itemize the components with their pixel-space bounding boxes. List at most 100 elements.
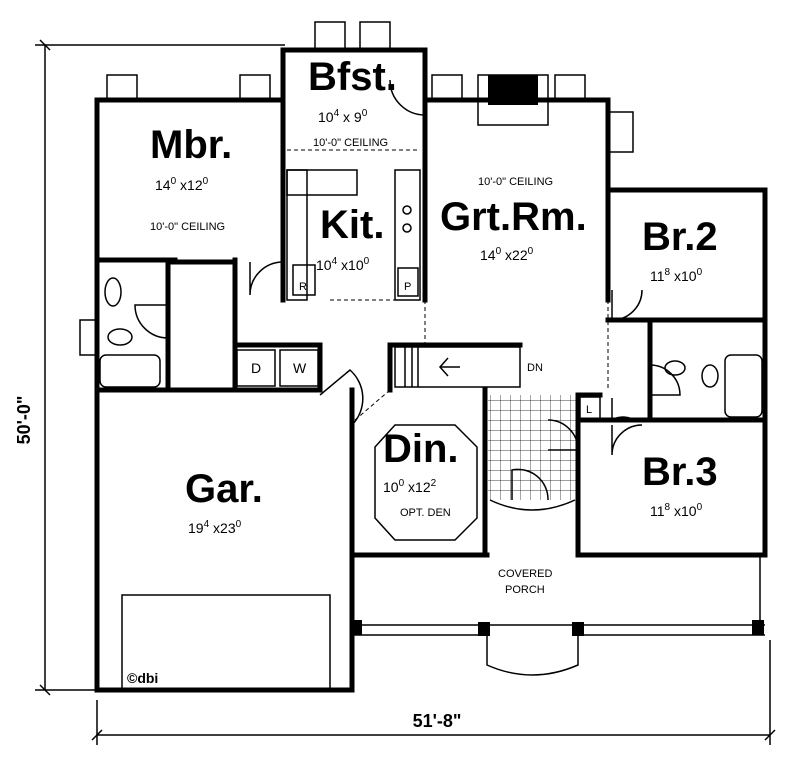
burner bbox=[402, 223, 412, 233]
dining-ceiling-octagon bbox=[374, 424, 478, 541]
bathroom-fixtures bbox=[99, 277, 763, 418]
counter bbox=[394, 169, 421, 301]
linen-label: L bbox=[586, 404, 592, 416]
depth-dimension-label: 50'-0" bbox=[14, 396, 34, 445]
copyright-label: ©dbi bbox=[127, 670, 158, 686]
window bbox=[106, 74, 138, 101]
room-name: Din. bbox=[383, 427, 459, 471]
room-dimensions: 118 x100 bbox=[650, 267, 703, 284]
pantry bbox=[397, 267, 419, 297]
stairs bbox=[394, 346, 521, 388]
washer-label: W bbox=[293, 360, 307, 376]
ceiling-note: 10'-0" CEILING bbox=[478, 176, 553, 188]
refrigerator bbox=[292, 264, 316, 296]
toilet bbox=[107, 328, 133, 346]
burner bbox=[402, 205, 412, 215]
room-name: Br.2 bbox=[642, 215, 718, 259]
porch-column bbox=[478, 622, 490, 636]
openings bbox=[130, 149, 609, 421]
opening bbox=[354, 389, 391, 421]
window bbox=[359, 21, 391, 51]
room-name: Kit. bbox=[320, 203, 384, 247]
room-name: Bfst. bbox=[308, 55, 397, 99]
door-swing[interactable] bbox=[547, 419, 579, 451]
stair-outline bbox=[394, 346, 521, 388]
room-dimensions: 194 x230 bbox=[188, 519, 242, 536]
toilet bbox=[701, 364, 719, 388]
porch-label: COVERED bbox=[498, 568, 552, 580]
window bbox=[431, 74, 463, 101]
door-swing[interactable] bbox=[134, 304, 169, 339]
room-dimensions: 104 x 90 bbox=[318, 108, 368, 125]
dimension-slash bbox=[39, 684, 51, 696]
refrigerator-label: R bbox=[299, 281, 307, 293]
covered-porch bbox=[351, 499, 765, 676]
wall bbox=[94, 47, 768, 558]
ceiling-note: 10'-0" CEILING bbox=[313, 137, 388, 149]
door-swing[interactable] bbox=[249, 261, 284, 296]
dimension-slash bbox=[39, 39, 51, 51]
room-name: Gar. bbox=[185, 467, 263, 511]
room-br3: Br.3 118 x100 bbox=[642, 450, 718, 519]
counter bbox=[286, 169, 308, 301]
washer bbox=[279, 349, 319, 387]
bathtub bbox=[99, 354, 161, 388]
room-dimensions: 140 x120 bbox=[155, 176, 209, 193]
kitchen-counters bbox=[236, 169, 601, 420]
door-swing[interactable] bbox=[611, 289, 643, 321]
room-grtrm: 10'-0" CEILING Grt.Rm. 140 x220 bbox=[440, 176, 587, 263]
room-dimensions: 118 x100 bbox=[650, 502, 703, 519]
room-gar: Gar. 194 x230 bbox=[185, 467, 263, 536]
porch-step bbox=[486, 635, 579, 676]
front-door-swing[interactable] bbox=[511, 468, 549, 501]
dryer-label: D bbox=[251, 360, 261, 376]
dimension-slash bbox=[764, 729, 776, 741]
sink bbox=[104, 277, 122, 307]
window bbox=[314, 21, 346, 51]
tile-floor bbox=[488, 395, 576, 500]
room-kit: Kit. 104 x100 R P bbox=[299, 203, 411, 293]
ceiling-note: 10'-0" CEILING bbox=[150, 221, 225, 233]
porch-column bbox=[352, 620, 362, 635]
window bbox=[554, 74, 586, 101]
door-swing[interactable] bbox=[611, 424, 643, 456]
dimension-lines bbox=[35, 39, 776, 745]
door-swing[interactable] bbox=[649, 364, 681, 396]
door-swing[interactable] bbox=[319, 369, 364, 426]
door-swing[interactable] bbox=[611, 398, 635, 422]
bathtub bbox=[724, 354, 763, 418]
garage-door[interactable] bbox=[121, 594, 331, 691]
porch-outline bbox=[351, 555, 487, 636]
foyer-tile bbox=[488, 395, 576, 500]
room-name: Grt.Rm. bbox=[440, 195, 587, 239]
porch-column bbox=[752, 620, 764, 635]
room-din: Din. 100 x122 OPT. DEN bbox=[383, 427, 459, 519]
width-dimension-label: 51'-8" bbox=[413, 711, 462, 731]
porch-arch bbox=[489, 499, 576, 511]
window bbox=[79, 319, 98, 356]
pantry-label: P bbox=[404, 281, 411, 293]
porch-label: PORCH bbox=[505, 584, 545, 596]
room-dimensions: 100 x122 bbox=[383, 478, 437, 495]
dimension-slash bbox=[91, 729, 103, 741]
linen-closet bbox=[579, 396, 601, 420]
dryer bbox=[236, 349, 276, 387]
doors[interactable] bbox=[134, 79, 681, 501]
wall bbox=[94, 97, 355, 693]
stair-arrow-head bbox=[438, 357, 449, 377]
opt-den-note: OPT. DEN bbox=[400, 507, 451, 519]
counter bbox=[286, 169, 358, 196]
window bbox=[239, 74, 271, 101]
stairs-down-label: DN bbox=[527, 362, 543, 374]
room-dimensions: 104 x100 bbox=[316, 256, 370, 273]
room-bfst: Bfst. 104 x 90 10'-0" CEILING bbox=[308, 55, 397, 149]
door-swing[interactable] bbox=[389, 79, 426, 116]
room-br2: Br.2 118 x100 bbox=[642, 215, 718, 284]
sink bbox=[664, 360, 686, 376]
window bbox=[607, 111, 634, 153]
room-dimensions: 140 x220 bbox=[480, 246, 534, 263]
room-name: Mbr. bbox=[150, 123, 232, 167]
room-mbr: Mbr. 140 x120 10'-0" CEILING bbox=[150, 123, 232, 233]
porch-column bbox=[572, 622, 584, 636]
